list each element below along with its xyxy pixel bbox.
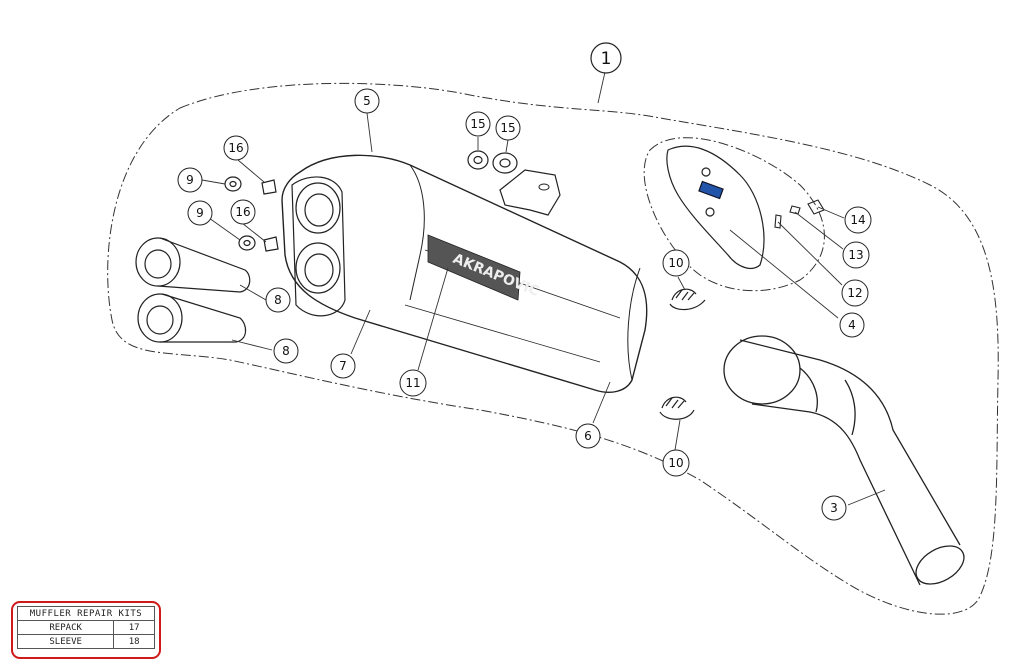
- callout-label: 1: [601, 49, 612, 69]
- twin-outlet-tips: [295, 182, 341, 294]
- callout-label: 4: [848, 318, 856, 332]
- heatshield-fasteners: [774, 199, 825, 229]
- callout-label: 16: [235, 205, 250, 219]
- callout-16b: 16: [230, 199, 256, 225]
- callout-9b: 9: [187, 200, 213, 226]
- callout-label: 11: [405, 376, 420, 390]
- bracket-hole: [538, 183, 550, 191]
- callout-16a: 16: [223, 135, 249, 161]
- callout-label: 6: [584, 429, 592, 443]
- table-row: SLEEVE 18: [16, 634, 155, 649]
- kit-value: 17: [113, 620, 155, 635]
- callout-11: 11: [399, 369, 427, 397]
- heat-shield: [666, 145, 765, 269]
- callout-13: 13: [842, 241, 870, 269]
- repair-kits-title: MUFFLER REPAIR KITS: [17, 606, 155, 621]
- callout-label: 3: [830, 501, 838, 515]
- kit-label: REPACK: [16, 620, 115, 635]
- callout-14: 14: [844, 206, 872, 234]
- callout-7: 7: [330, 353, 356, 379]
- repair-kits-box: MUFFLER REPAIR KITS REPACK 17 SLEEVE 18: [11, 601, 161, 659]
- callout-5: 5: [354, 88, 380, 114]
- callout-label: 7: [339, 359, 347, 373]
- heatshield-group-boundary: [643, 137, 825, 292]
- table-row: REPACK 17: [16, 620, 155, 635]
- callout-3: 3: [821, 495, 847, 521]
- callout-1: 1: [590, 42, 622, 74]
- mounting-bracket: [499, 169, 561, 216]
- callout-6: 6: [575, 423, 601, 449]
- callout-9a: 9: [177, 167, 203, 193]
- callout-label: 13: [848, 248, 863, 262]
- callout-label: 9: [186, 173, 194, 187]
- akrapovic-logo-plate: AKRAPOVIC: [427, 234, 541, 301]
- callout-10a: 10: [662, 249, 690, 277]
- callout-label: 15: [500, 121, 515, 135]
- callout-12: 12: [841, 279, 869, 307]
- callout-label: 12: [847, 286, 862, 300]
- callout-label: 15: [470, 117, 485, 131]
- callout-label: 8: [274, 293, 282, 307]
- callout-10b: 10: [662, 449, 690, 477]
- callout-label: 14: [850, 213, 865, 227]
- callout-label: 9: [196, 206, 204, 220]
- link-pipe: [723, 335, 965, 586]
- insert-tubes: [135, 237, 251, 343]
- springs: [659, 288, 706, 420]
- callout-8a: 8: [265, 287, 291, 313]
- callout-label: 10: [668, 456, 683, 470]
- callout-4: 4: [839, 312, 865, 338]
- callout-label: 16: [228, 141, 243, 155]
- repair-kits-table: MUFFLER REPAIR KITS REPACK 17 SLEEVE 18: [16, 606, 155, 649]
- callout-15a: 15: [465, 111, 491, 137]
- callout-8b: 8: [273, 338, 299, 364]
- kit-value: 18: [113, 634, 155, 649]
- kit-label: SLEEVE: [16, 634, 115, 649]
- grommets: [467, 150, 518, 174]
- callout-label: 10: [668, 256, 683, 270]
- callout-label: 8: [282, 344, 290, 358]
- callout-15b: 15: [495, 115, 521, 141]
- leader-lines: [201, 71, 886, 506]
- assembly-boundary: [107, 82, 999, 615]
- callout-label: 5: [363, 94, 371, 108]
